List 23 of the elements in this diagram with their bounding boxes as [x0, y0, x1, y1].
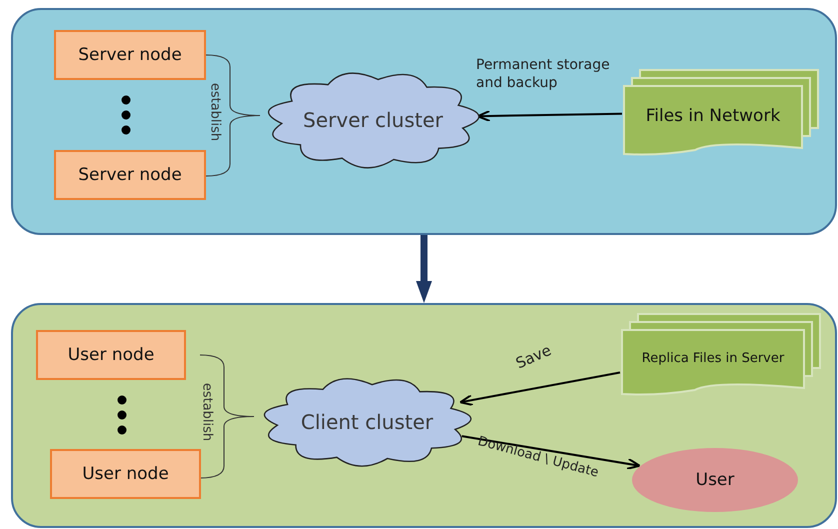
node-label: Server node — [78, 165, 182, 185]
node-label: User node — [68, 345, 154, 365]
panel-background — [11, 8, 837, 235]
arrow — [459, 372, 620, 406]
node-label: Replica Files in Server — [642, 350, 784, 366]
bracket-label: establish — [208, 82, 222, 142]
panel-background — [11, 303, 837, 528]
process-box — [36, 330, 186, 380]
node-label: Server node — [78, 45, 182, 65]
arrow — [476, 110, 622, 122]
bracket-label: establish — [200, 382, 214, 442]
arrow — [416, 235, 432, 303]
process-box — [54, 150, 206, 200]
process-box — [54, 30, 206, 80]
node-label: User node — [82, 464, 169, 484]
arrow — [462, 435, 641, 470]
node-label: User — [696, 470, 734, 490]
cloud-label: Client cluster — [300, 410, 434, 434]
process-box — [50, 449, 201, 499]
edge-label: Save — [513, 341, 554, 372]
node-label: Files in Network — [646, 106, 780, 126]
edge-label: Permanent storage and backup — [476, 57, 611, 92]
cloud-label: Server cluster — [303, 108, 443, 132]
